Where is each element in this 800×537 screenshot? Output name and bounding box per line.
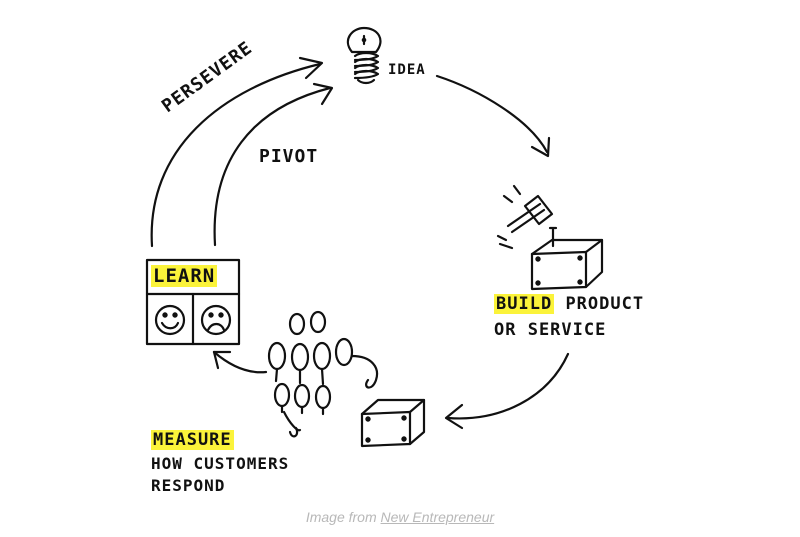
measure-line-3: RESPOND <box>151 476 226 495</box>
hammer-icon <box>496 184 554 250</box>
build-line-2: OR SERVICE <box>494 320 607 340</box>
measure-line-2: HOW CUSTOMERS <box>151 454 290 473</box>
measure-highlight: MEASURE <box>151 430 234 450</box>
sad-face-icon <box>200 304 232 336</box>
idea-label: IDEA <box>388 62 426 78</box>
nail-icon <box>548 226 558 248</box>
measure-line-1: MEASURE <box>151 430 234 450</box>
pivot-label: PIVOT <box>259 146 319 167</box>
build-highlight: BUILD <box>494 294 555 314</box>
product-box-icon <box>530 238 604 291</box>
arrow-pivot <box>213 82 334 247</box>
arrow-measure-to-learn <box>212 350 268 374</box>
build-product-text: PRODUCT <box>565 294 645 314</box>
build-line-1: BUILD PRODUCT <box>494 294 644 314</box>
measure-box-icon <box>360 398 426 448</box>
image-caption: Image from New Entrepreneur <box>0 509 800 525</box>
happy-face-icon <box>154 304 186 336</box>
arrow-build-to-measure <box>444 352 570 430</box>
learn-box <box>145 258 241 346</box>
learn-highlight: LEARN <box>151 265 218 287</box>
arrow-persevere <box>150 56 324 248</box>
arrow-idea-to-build <box>435 74 551 158</box>
customers-icon <box>267 310 379 438</box>
lightbulb-icon <box>346 26 382 85</box>
caption-prefix: Image from <box>305 509 377 525</box>
learn-label: LEARN <box>151 265 218 287</box>
caption-source-link[interactable]: New Entrepreneur <box>380 509 495 525</box>
